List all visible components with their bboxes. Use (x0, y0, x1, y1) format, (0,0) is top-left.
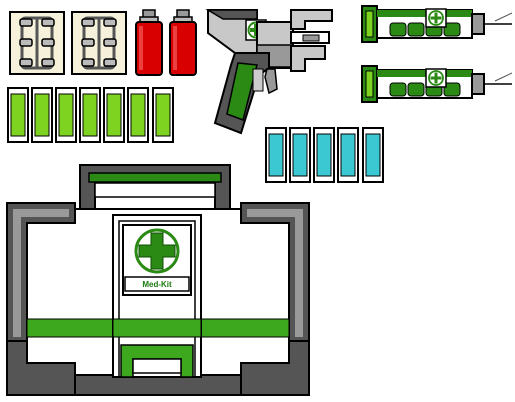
green-vial-5 (103, 87, 125, 143)
syringe-sprite-1 (360, 3, 515, 45)
syringe-sprite-2 (360, 63, 515, 105)
green-vial-1 (7, 87, 29, 143)
cyan-vial-3 (313, 127, 335, 183)
green-vial-7 (152, 87, 174, 143)
cyan-vial-5 (362, 127, 384, 183)
green-vial-6 (127, 87, 149, 143)
green-vial-2 (31, 87, 53, 143)
spray-can-sprite-1 (134, 9, 164, 77)
cyan-vial-2 (289, 127, 311, 183)
medkit-sprite: Med-Kit (5, 163, 311, 399)
cyan-vials-row (265, 127, 387, 183)
green-vial-3 (55, 87, 77, 143)
cyan-vial-4 (337, 127, 359, 183)
injector-gun-sprite (205, 5, 335, 140)
green-vial-4 (79, 87, 101, 143)
bandage-card-sprite-1 (9, 11, 65, 75)
cyan-vial-1 (265, 127, 287, 183)
medkit-label: Med-Kit (142, 280, 172, 289)
green-vials-row (7, 87, 177, 143)
bandage-card-sprite-2 (71, 11, 127, 75)
green-cross-icon (134, 228, 180, 274)
spray-can-sprite-2 (168, 9, 198, 77)
